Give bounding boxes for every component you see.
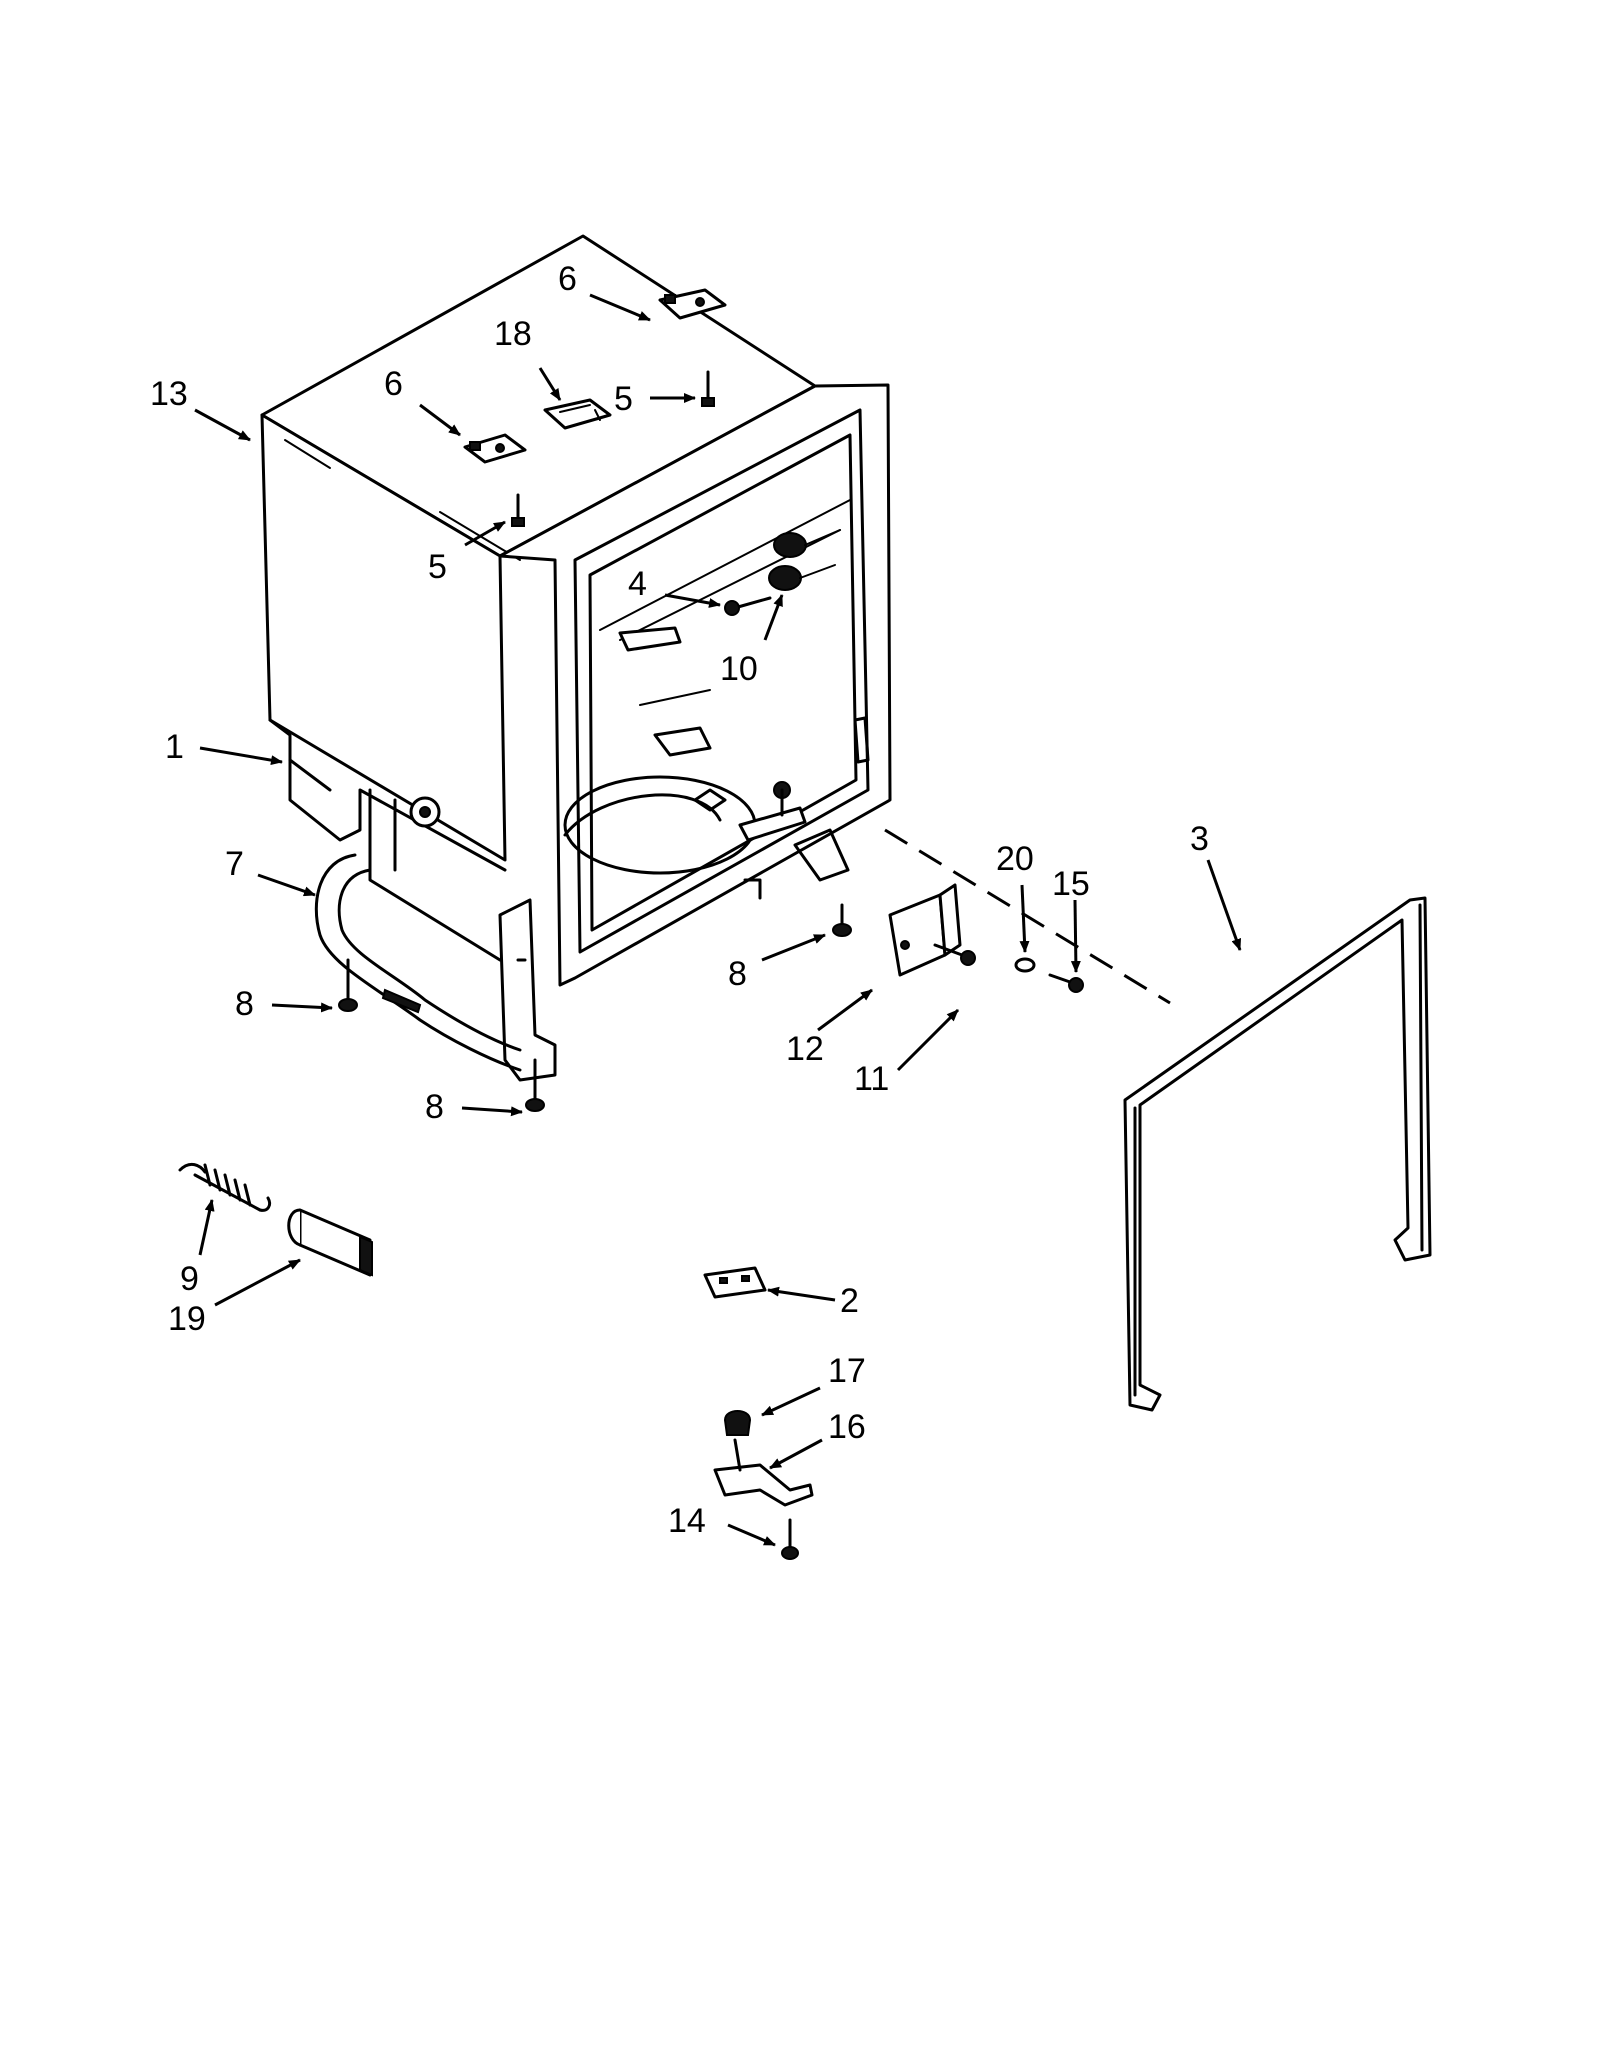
callout-3: 3 [1190,820,1209,858]
screw-11 [933,943,976,966]
tub-assembly [260,234,892,1082]
leveling-leg-right [832,903,852,937]
mounting-bracket-12 [888,883,962,977]
screw-4 [724,596,772,616]
leveling-leg-left [338,958,358,1012]
callout-4: 4 [628,565,647,603]
hinge-plate-top [658,288,727,320]
callout-19: 19 [168,1300,206,1338]
washer-20 [1014,957,1036,973]
drain-hose [314,853,522,1072]
callout-9: 9 [180,1260,199,1298]
knob-17 [723,1410,752,1436]
leveling-leg-bottom [525,1058,545,1112]
callout-14: 14 [668,1502,706,1540]
callout-20: 20 [996,840,1034,878]
callout-8-bottom: 8 [425,1088,444,1126]
door-spring [178,1162,272,1212]
callout-2: 2 [840,1282,859,1320]
callout-5-top: 5 [614,380,633,418]
screw-5-top [701,370,715,407]
callout-13: 13 [150,375,188,413]
callout-18: 18 [494,315,532,353]
screw-14 [781,1518,799,1560]
hinge-plate-left [463,433,527,464]
rack-rollers [768,529,841,591]
callout-8-right: 8 [728,955,747,993]
clip-2 [703,1266,767,1299]
callout-6-top: 6 [558,260,577,298]
callout-1: 1 [165,728,184,766]
callout-15: 15 [1052,865,1090,903]
bracket-16 [713,1438,814,1507]
screw-15 [1048,973,1084,993]
screw-5-left [511,493,525,527]
callout-8-left: 8 [235,985,254,1023]
callout-12: 12 [786,1030,824,1068]
callout-10: 10 [720,650,758,688]
callout-11: 11 [854,1060,889,1098]
callout-17: 17 [828,1352,866,1390]
door-gasket [1123,896,1432,1412]
assembly-line [884,828,1171,1005]
leader-lines [194,293,1242,1547]
door-pad [287,1208,373,1277]
callout-16: 16 [828,1408,866,1446]
clip-18 [543,398,612,430]
callout-7: 7 [225,845,244,883]
callout-5-left: 5 [428,548,447,586]
callout-6-left: 6 [384,365,403,403]
